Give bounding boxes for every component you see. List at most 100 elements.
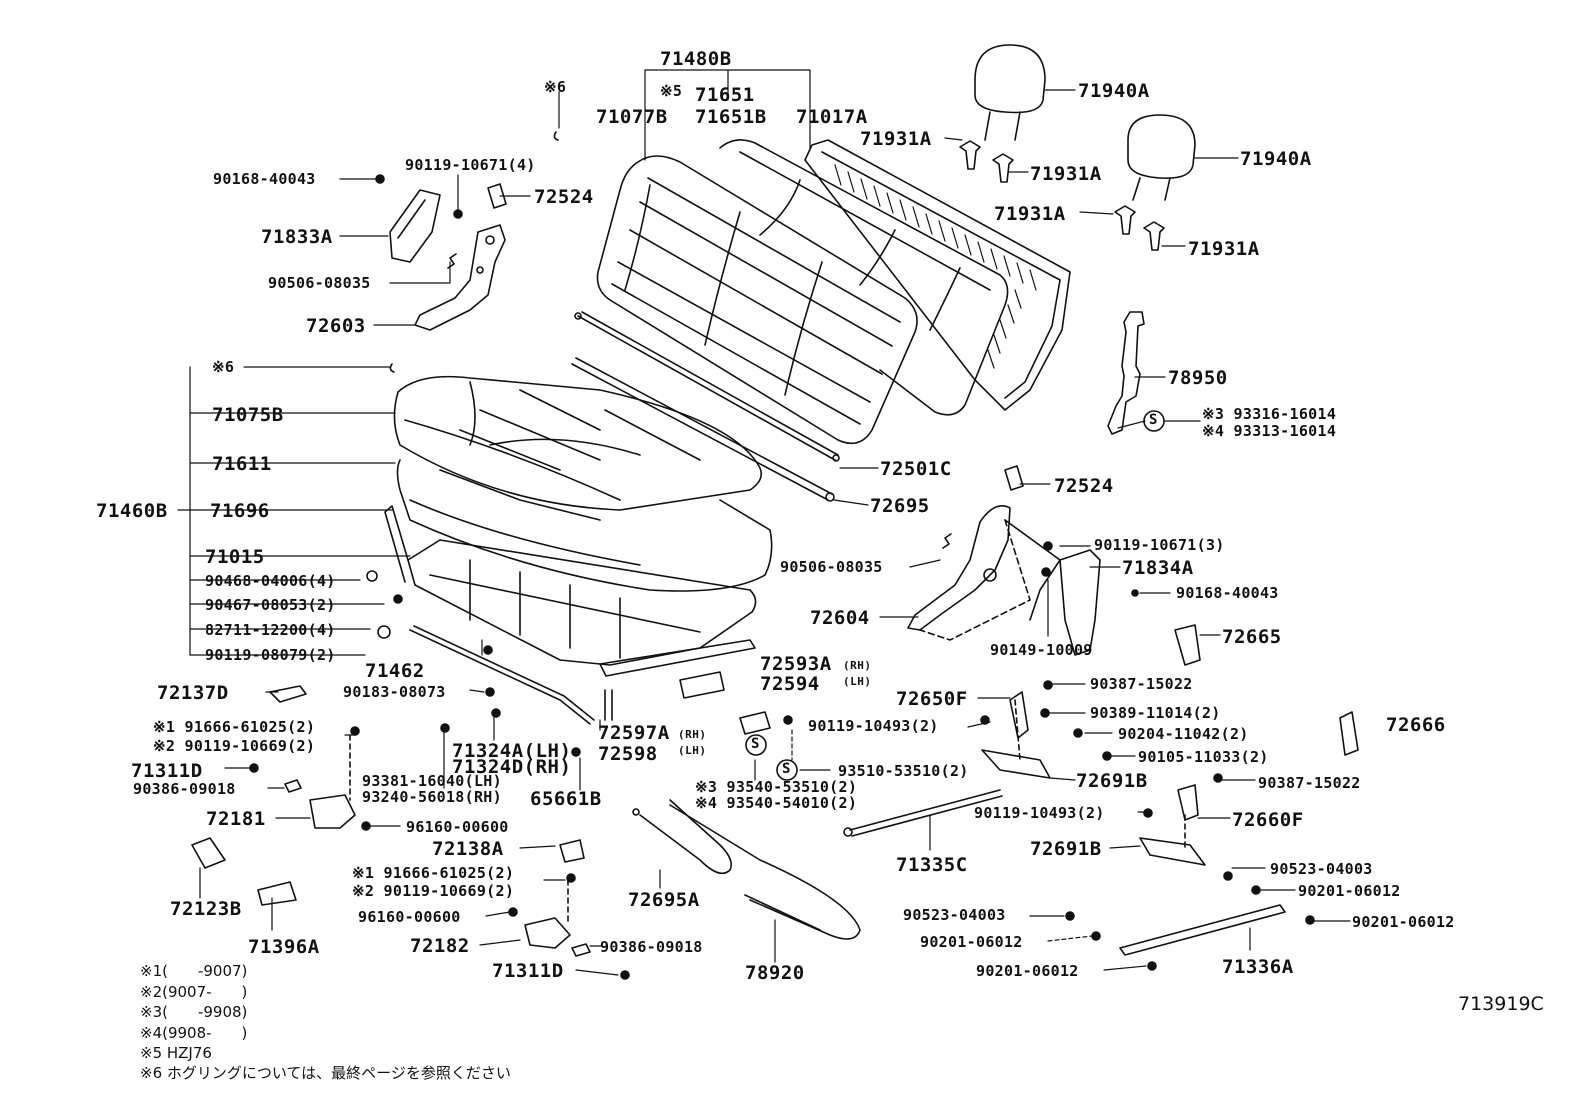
label-90506-08035-right: 90506-08035 <box>780 558 883 576</box>
lock-72181 <box>309 734 356 829</box>
label-96160-00600-bottom: 96160-00600 <box>358 908 461 926</box>
label-90119-08079: 90119-08079(2) <box>205 646 336 664</box>
label-72666: 72666 <box>1386 714 1446 736</box>
label-90523-04003-right: 90523-04003 <box>1270 860 1373 878</box>
label-71017A: 71017A <box>796 106 868 128</box>
label-96160-00600-top: 96160-00600 <box>406 818 509 836</box>
label-71611: 71611 <box>212 453 272 475</box>
cover-71833A <box>389 189 441 263</box>
label-90506-08035-left: 90506-08035 <box>268 274 371 292</box>
label-90201-06012-a: 90201-06012 <box>1298 882 1401 900</box>
label-71480B: 71480B <box>660 48 732 70</box>
label-90468-04006: 90468-04006(4) <box>205 572 336 590</box>
label-90119-10671-4: 90119-10671(4) <box>405 156 536 174</box>
seat-cushion-pad <box>396 459 773 592</box>
hinge-72603 <box>414 224 506 331</box>
label-90119-10669-bottom: ※2 90119-10669(2) <box>352 882 515 900</box>
label-93381-16040: 93381-16040(LH) <box>362 772 502 790</box>
footnote-6: ※6 ホグリングについては、最終ページを参照ください <box>140 1064 511 1082</box>
seat-slide-rail <box>599 639 756 721</box>
label-91666-61025-bottom: ※1 91666-61025(2) <box>352 864 515 882</box>
cable-71335C <box>843 789 1003 837</box>
label-91666-61025-top: ※1 91666-61025(2) <box>153 718 316 736</box>
label-71396A: 71396A <box>248 936 320 958</box>
label-72598: 72598 <box>598 743 658 765</box>
cable-72695A <box>632 799 733 875</box>
footnote-1: ※1( -9007) <box>140 962 248 980</box>
label-71335C: 71335C <box>896 854 968 876</box>
label-72138A: 72138A <box>432 838 504 860</box>
label-72182: 72182 <box>410 935 470 957</box>
label-65661B: 65661B <box>530 788 602 810</box>
label-71931A-3: 71931A <box>994 203 1066 225</box>
seatback-cover <box>596 155 918 445</box>
label-90201-06012-d: 90201-06012 <box>976 962 1079 980</box>
footnote-5: ※5 HZJ76 <box>140 1044 212 1062</box>
label-82711-12200: 82711-12200(4) <box>205 621 336 639</box>
label-71940A-left: 71940A <box>1078 80 1150 102</box>
label-71311D-bottom: 71311D <box>492 960 564 982</box>
s-mark-seatbelt: S <box>1149 412 1158 428</box>
label-71931A-2: 71931A <box>1030 163 1102 185</box>
label-71834A: 71834A <box>1122 557 1194 579</box>
label-90149-10009: 90149-10009 <box>990 641 1093 659</box>
note-mark-5: ※5 <box>660 82 683 100</box>
label-72603: 72603 <box>306 315 366 337</box>
label-93540-53510: ※3 93540-53510(2) <box>695 778 858 796</box>
wire-71462 <box>409 625 595 725</box>
lock-72182 <box>524 879 571 949</box>
label-71651B: 71651B <box>695 106 767 128</box>
note-mark-6-seat: ※6 <box>212 358 235 376</box>
label-71460B: 71460B <box>96 500 168 522</box>
label-90183-08073: 90183-08073 <box>343 683 446 701</box>
label-72691B-top: 72691B <box>1076 770 1148 792</box>
label-72594: 72594 <box>760 673 820 695</box>
label-72593A: 72593A <box>760 653 832 675</box>
label-90201-06012-b: 90201-06012 <box>1352 913 1455 931</box>
label-90389-11014: 90389-11014(2) <box>1090 704 1221 722</box>
label-71015: 71015 <box>205 546 265 568</box>
label-72137D: 72137D <box>157 682 229 704</box>
label-72181: 72181 <box>206 808 266 830</box>
label-90467-08053: 90467-08053(2) <box>205 596 336 614</box>
label-71931A-1: 71931A <box>860 128 932 150</box>
bracket-72650F <box>981 691 1051 779</box>
label-90386-09018-top: 90386-09018 <box>133 780 236 798</box>
label-72524-left: 72524 <box>534 186 594 208</box>
label-71311D-top: 71311D <box>131 760 203 782</box>
label-71324D-RH: 71324D(RH) <box>452 756 572 778</box>
hog-rings <box>389 131 952 549</box>
seat-belt <box>1107 311 1145 435</box>
seat-cushion-cover <box>393 375 763 511</box>
label-90168-40043-right: 90168-40043 <box>1176 584 1279 602</box>
label-72524-right: 72524 <box>1054 475 1114 497</box>
rod-72695 <box>571 357 835 502</box>
label-72665: 72665 <box>1222 626 1282 648</box>
small-parts-left <box>191 183 1359 957</box>
label-90523-04003-left: 90523-04003 <box>903 906 1006 924</box>
label-72123B: 72123B <box>170 898 242 920</box>
headrest-left <box>974 44 1046 141</box>
s-mark-middle-1: S <box>751 736 760 752</box>
headrest-right <box>1127 114 1196 201</box>
label-71696: 71696 <box>210 500 270 522</box>
footnote-2: ※2(9007- ) <box>140 983 248 1001</box>
label-90119-10671-3: 90119-10671(3) <box>1094 536 1225 554</box>
label-lh-72594: (LH) <box>843 675 872 688</box>
label-90386-09018-bottom: 90386-09018 <box>600 938 703 956</box>
label-78920: 78920 <box>745 962 805 984</box>
bracket-72660F <box>1139 784 1206 866</box>
label-90387-15022-top: 90387-15022 <box>1090 675 1193 693</box>
fasteners <box>249 174 1315 980</box>
label-rh-72597A: (RH) <box>678 728 707 741</box>
s-mark-circles <box>745 410 1165 781</box>
rod-72501C <box>574 311 840 462</box>
s-mark-middle-2: S <box>782 761 791 777</box>
label-90204-11042: 90204-11042(2) <box>1118 725 1249 743</box>
label-72501C: 72501C <box>880 458 952 480</box>
label-71336A: 71336A <box>1222 956 1294 978</box>
label-71077B: 71077B <box>596 106 668 128</box>
label-93316-16014: ※3 93316-16014 <box>1202 405 1337 423</box>
label-93510-53510: 93510-53510(2) <box>838 762 969 780</box>
